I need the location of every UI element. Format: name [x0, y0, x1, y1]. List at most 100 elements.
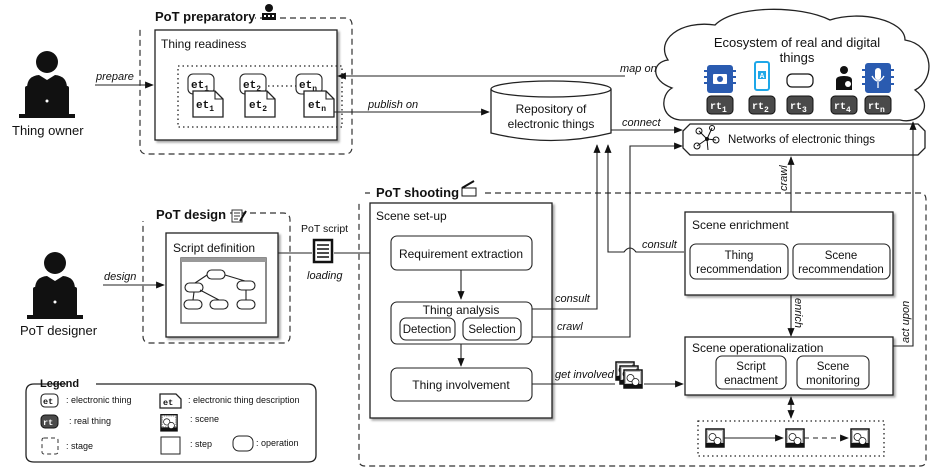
svg-text:et1: et1: [191, 80, 209, 94]
act-upon-label: act upon: [900, 301, 912, 343]
thing-involvement-label: Thing involvement: [412, 378, 510, 392]
scene-operationalization-label: Scene operationalization: [692, 341, 823, 355]
pot-preparatory-title: PoT preparatory: [155, 9, 256, 24]
act-upon-arrow: [893, 121, 917, 347]
detection-operation: [399, 317, 456, 341]
svg-text:rtn: rtn: [868, 102, 885, 115]
get-involved-label: get involved: [555, 369, 615, 381]
loading-label: loading: [307, 270, 343, 282]
legend-step-icon: [160, 436, 181, 455]
pot-design-stage: [142, 212, 291, 344]
rt-badge-3: rt3: [786, 95, 814, 115]
scene-stack-icon: [615, 361, 643, 389]
scene-monitoring-label-1: Scene: [817, 361, 850, 373]
svg-text:rt4: rt4: [834, 102, 851, 115]
person-wearable-icon: [836, 66, 852, 90]
scene-recommendation-label-1: Scene: [825, 250, 858, 262]
pot-designer-actor: PoT designer: [20, 252, 98, 338]
scene-recommendation-operation: [792, 243, 891, 280]
flowchart-window-icon: [180, 257, 267, 324]
scene-icon: [705, 428, 725, 448]
legend-operation-icon: [232, 435, 254, 452]
consult-label-2: consult: [642, 239, 678, 251]
microphone-chip-icon: [862, 63, 894, 93]
et-item-n: etn etn: [295, 73, 335, 118]
svg-text:rt1: rt1: [710, 102, 727, 115]
svg-text:et1: et1: [196, 100, 214, 114]
scene-setup-label: Scene set-up: [376, 209, 447, 223]
camera-chip-icon: [704, 65, 736, 93]
scene-recommendation-label-2: recommendation: [798, 264, 884, 276]
network-icon: [693, 125, 720, 151]
et-item-1: et1 et1: [187, 73, 224, 118]
thing-recommendation-label-1: Thing: [725, 250, 754, 262]
legend-etd-symbol: et: [163, 398, 173, 408]
design-label: design: [104, 271, 136, 283]
et-item-2: et2 et2: [239, 73, 276, 118]
thing-recommendation-operation: [689, 243, 789, 280]
crawl-arrow-to-networks: [532, 142, 683, 338]
svg-text:et2: et2: [243, 80, 261, 94]
detection-label: Detection: [403, 324, 452, 336]
map-on-label: map on: [620, 63, 657, 75]
smartphone-icon: A: [754, 61, 770, 91]
thing-owner-label: Thing owner: [12, 123, 84, 138]
script-scroll-icon: [312, 238, 334, 264]
svg-text:Repository of: Repository of: [516, 102, 587, 116]
legend-rt-symbol: rt: [43, 418, 53, 428]
real-things-row: rt1 rt2 rt3 rt4 rtn: [706, 95, 892, 115]
legend-box: [25, 383, 317, 463]
rt-badge-4: rt4: [830, 95, 858, 115]
crawl-label-1: crawl: [557, 321, 583, 333]
scene-enrichment-label: Scene enrichment: [692, 218, 789, 232]
thing-readiness-label: Thing readiness: [161, 37, 246, 51]
legend-operation-label: : operation: [256, 438, 299, 448]
publish-on-label: publish on: [367, 99, 418, 111]
thing-analysis-label: Thing analysis: [423, 303, 500, 317]
pot-shooting-title: PoT shooting: [376, 185, 459, 200]
svg-text:et2: et2: [249, 100, 267, 114]
pot-designer-label: PoT designer: [20, 323, 98, 338]
legend-electronic-thing-description-label: : electronic thing description: [188, 395, 300, 405]
consult-label-1: consult: [555, 293, 591, 305]
scene-icon: [785, 428, 805, 448]
svg-text:rt2: rt2: [752, 102, 769, 115]
networks-label: Networks of electronic things: [728, 134, 875, 146]
person-laptop-icon: [27, 252, 83, 319]
repository-of-electronic-things: Repository of electronic things: [490, 80, 612, 142]
legend-et-symbol: et: [43, 397, 53, 407]
svg-text:etn: etn: [308, 100, 326, 114]
legend-title: Legend: [40, 378, 79, 390]
scene-monitoring-label-2: monitoring: [806, 375, 860, 387]
thing-recommendation-label-2: recommendation: [696, 264, 782, 276]
svg-text:A: A: [759, 73, 764, 80]
consult-arrow-enrichment: [604, 144, 684, 253]
script-enactment-label-2: enactment: [724, 375, 779, 387]
script-enactment-operation: [715, 355, 787, 390]
rt-badge-1: rt1: [706, 95, 734, 115]
selection-operation: [462, 317, 522, 341]
pot-shooting-stage: [358, 192, 927, 467]
scene-sequence: [697, 420, 885, 457]
legend-stage-icon: [41, 437, 59, 455]
legend-et-description-icon: [159, 393, 182, 409]
person-laptop-icon: [19, 51, 75, 118]
legend-rt-icon: [40, 414, 59, 429]
thing-owner-actor: Thing owner: [12, 51, 84, 138]
pot-script-label: PoT script: [301, 223, 348, 235]
svg-text:rt3: rt3: [790, 102, 807, 115]
svg-text:etn: etn: [299, 80, 317, 94]
legend-scene-label: : scene: [190, 414, 219, 424]
smart-speaker-icon: [786, 73, 814, 88]
svg-text:electronic things: electronic things: [508, 117, 595, 131]
crawl-label-2: crawl: [778, 165, 790, 191]
et-collection: [177, 65, 343, 128]
legend-electronic-thing-label: : electronic thing: [66, 395, 132, 405]
consult-arrow-to-repository: [532, 144, 601, 310]
prepare-label: prepare: [95, 71, 134, 83]
scene-icon: [850, 428, 870, 448]
script-definition-label: Script definition: [173, 241, 255, 255]
enrich-label: enrich: [792, 298, 804, 328]
legend-et-icon: [40, 393, 59, 408]
